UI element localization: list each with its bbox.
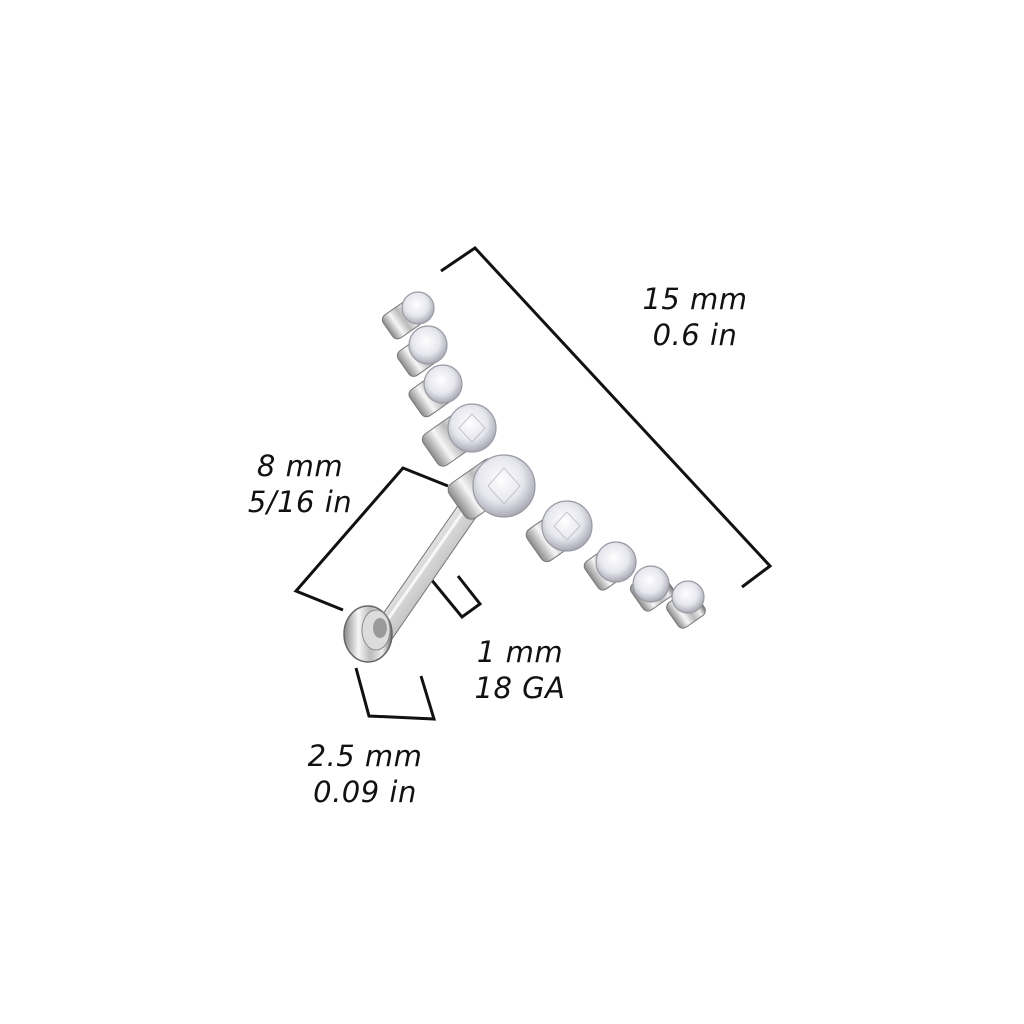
gem-4 <box>447 403 497 453</box>
bar-length-metric: 8 mm <box>256 449 344 483</box>
disc-diameter-label: 2.5 mm 0.09 in <box>290 738 440 810</box>
gem-8 <box>632 565 670 603</box>
gauge-bracket <box>428 575 483 620</box>
gem-cluster <box>381 291 706 629</box>
top-length-label: 15 mm 0.6 in <box>620 281 770 353</box>
gem-2 <box>408 325 448 365</box>
disc-diameter-bracket <box>354 667 437 721</box>
gauge-metric: 1 mm <box>476 635 564 669</box>
gem-1 <box>401 291 435 325</box>
top-length-bracket <box>440 246 773 589</box>
disc-diameter-metric: 2.5 mm <box>307 739 423 773</box>
disc-diameter-imperial: 0.09 in <box>313 775 417 809</box>
gauge-imperial: 18 GA <box>474 671 566 705</box>
gem-9 <box>671 580 705 614</box>
gem-7 <box>595 541 637 583</box>
gem-6 <box>541 500 593 552</box>
gem-3 <box>423 364 463 404</box>
gem-5 <box>472 454 536 518</box>
bar-length-bracket <box>293 466 449 612</box>
top-length-imperial: 0.6 in <box>652 318 738 352</box>
bar-length-label: 8 mm 5/16 in <box>225 448 375 520</box>
flat-disc-back <box>343 605 393 663</box>
gauge-label: 1 mm 18 GA <box>455 634 585 706</box>
bar-length-imperial: 5/16 in <box>247 485 353 519</box>
top-length-metric: 15 mm <box>642 282 748 316</box>
